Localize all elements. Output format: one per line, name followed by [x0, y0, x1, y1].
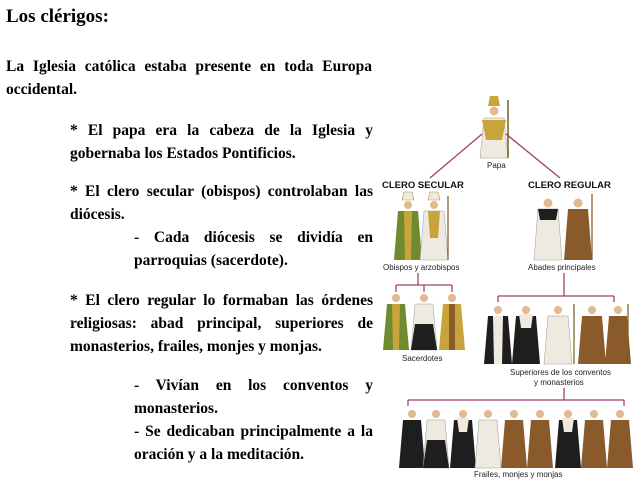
page-title: Los clérigos: [6, 6, 109, 27]
conventos-paragraph: - Vivían en los conventos y monasterios. [134, 377, 373, 417]
pope-figure [479, 96, 509, 159]
clergy-hierarchy-diagram: Papa CLERO SECULAR CLERO REGULAR Obispos… [382, 96, 633, 479]
clero-regular-heading: CLERO REGULAR [528, 180, 611, 191]
papa-paragraph: * El papa era la cabeza de la Iglesia y … [70, 122, 373, 162]
parroquias-paragraph: - Cada diócesis se dividía en parroquias… [134, 229, 373, 269]
priests-figures [383, 294, 465, 351]
clero-secular-heading: CLERO SECULAR [382, 180, 464, 191]
sacerdotes-label: Sacerdotes [402, 354, 442, 363]
abades-label: Abades principales [528, 263, 596, 272]
abbots-figures [533, 194, 593, 261]
bishops-figures [394, 191, 449, 261]
conventos-block: - Vivían en los conventos y monasterios.… [70, 374, 373, 466]
clero-secular-paragraph: * El clero secular (obispos) controlaban… [70, 183, 373, 223]
frailes-label: Frailes, monjes y monjas [474, 470, 562, 479]
papa-label: Papa [487, 161, 506, 170]
oracion-paragraph: - Se dedicaban principalmente a la oraci… [134, 423, 373, 463]
connector-lines [395, 133, 625, 406]
superiors-figures [484, 304, 631, 365]
superiores-label-line1: Superiores de los conventos [510, 368, 611, 377]
friars-figures [399, 410, 633, 469]
obispos-label: Obispos y arzobispos [383, 263, 459, 272]
intro-paragraph: La Iglesia católica estaba presente en t… [6, 58, 372, 98]
superiores-label-line2: y monasterios [534, 378, 584, 387]
clero-regular-paragraph: * El clero regular lo formaban las órden… [70, 292, 373, 355]
